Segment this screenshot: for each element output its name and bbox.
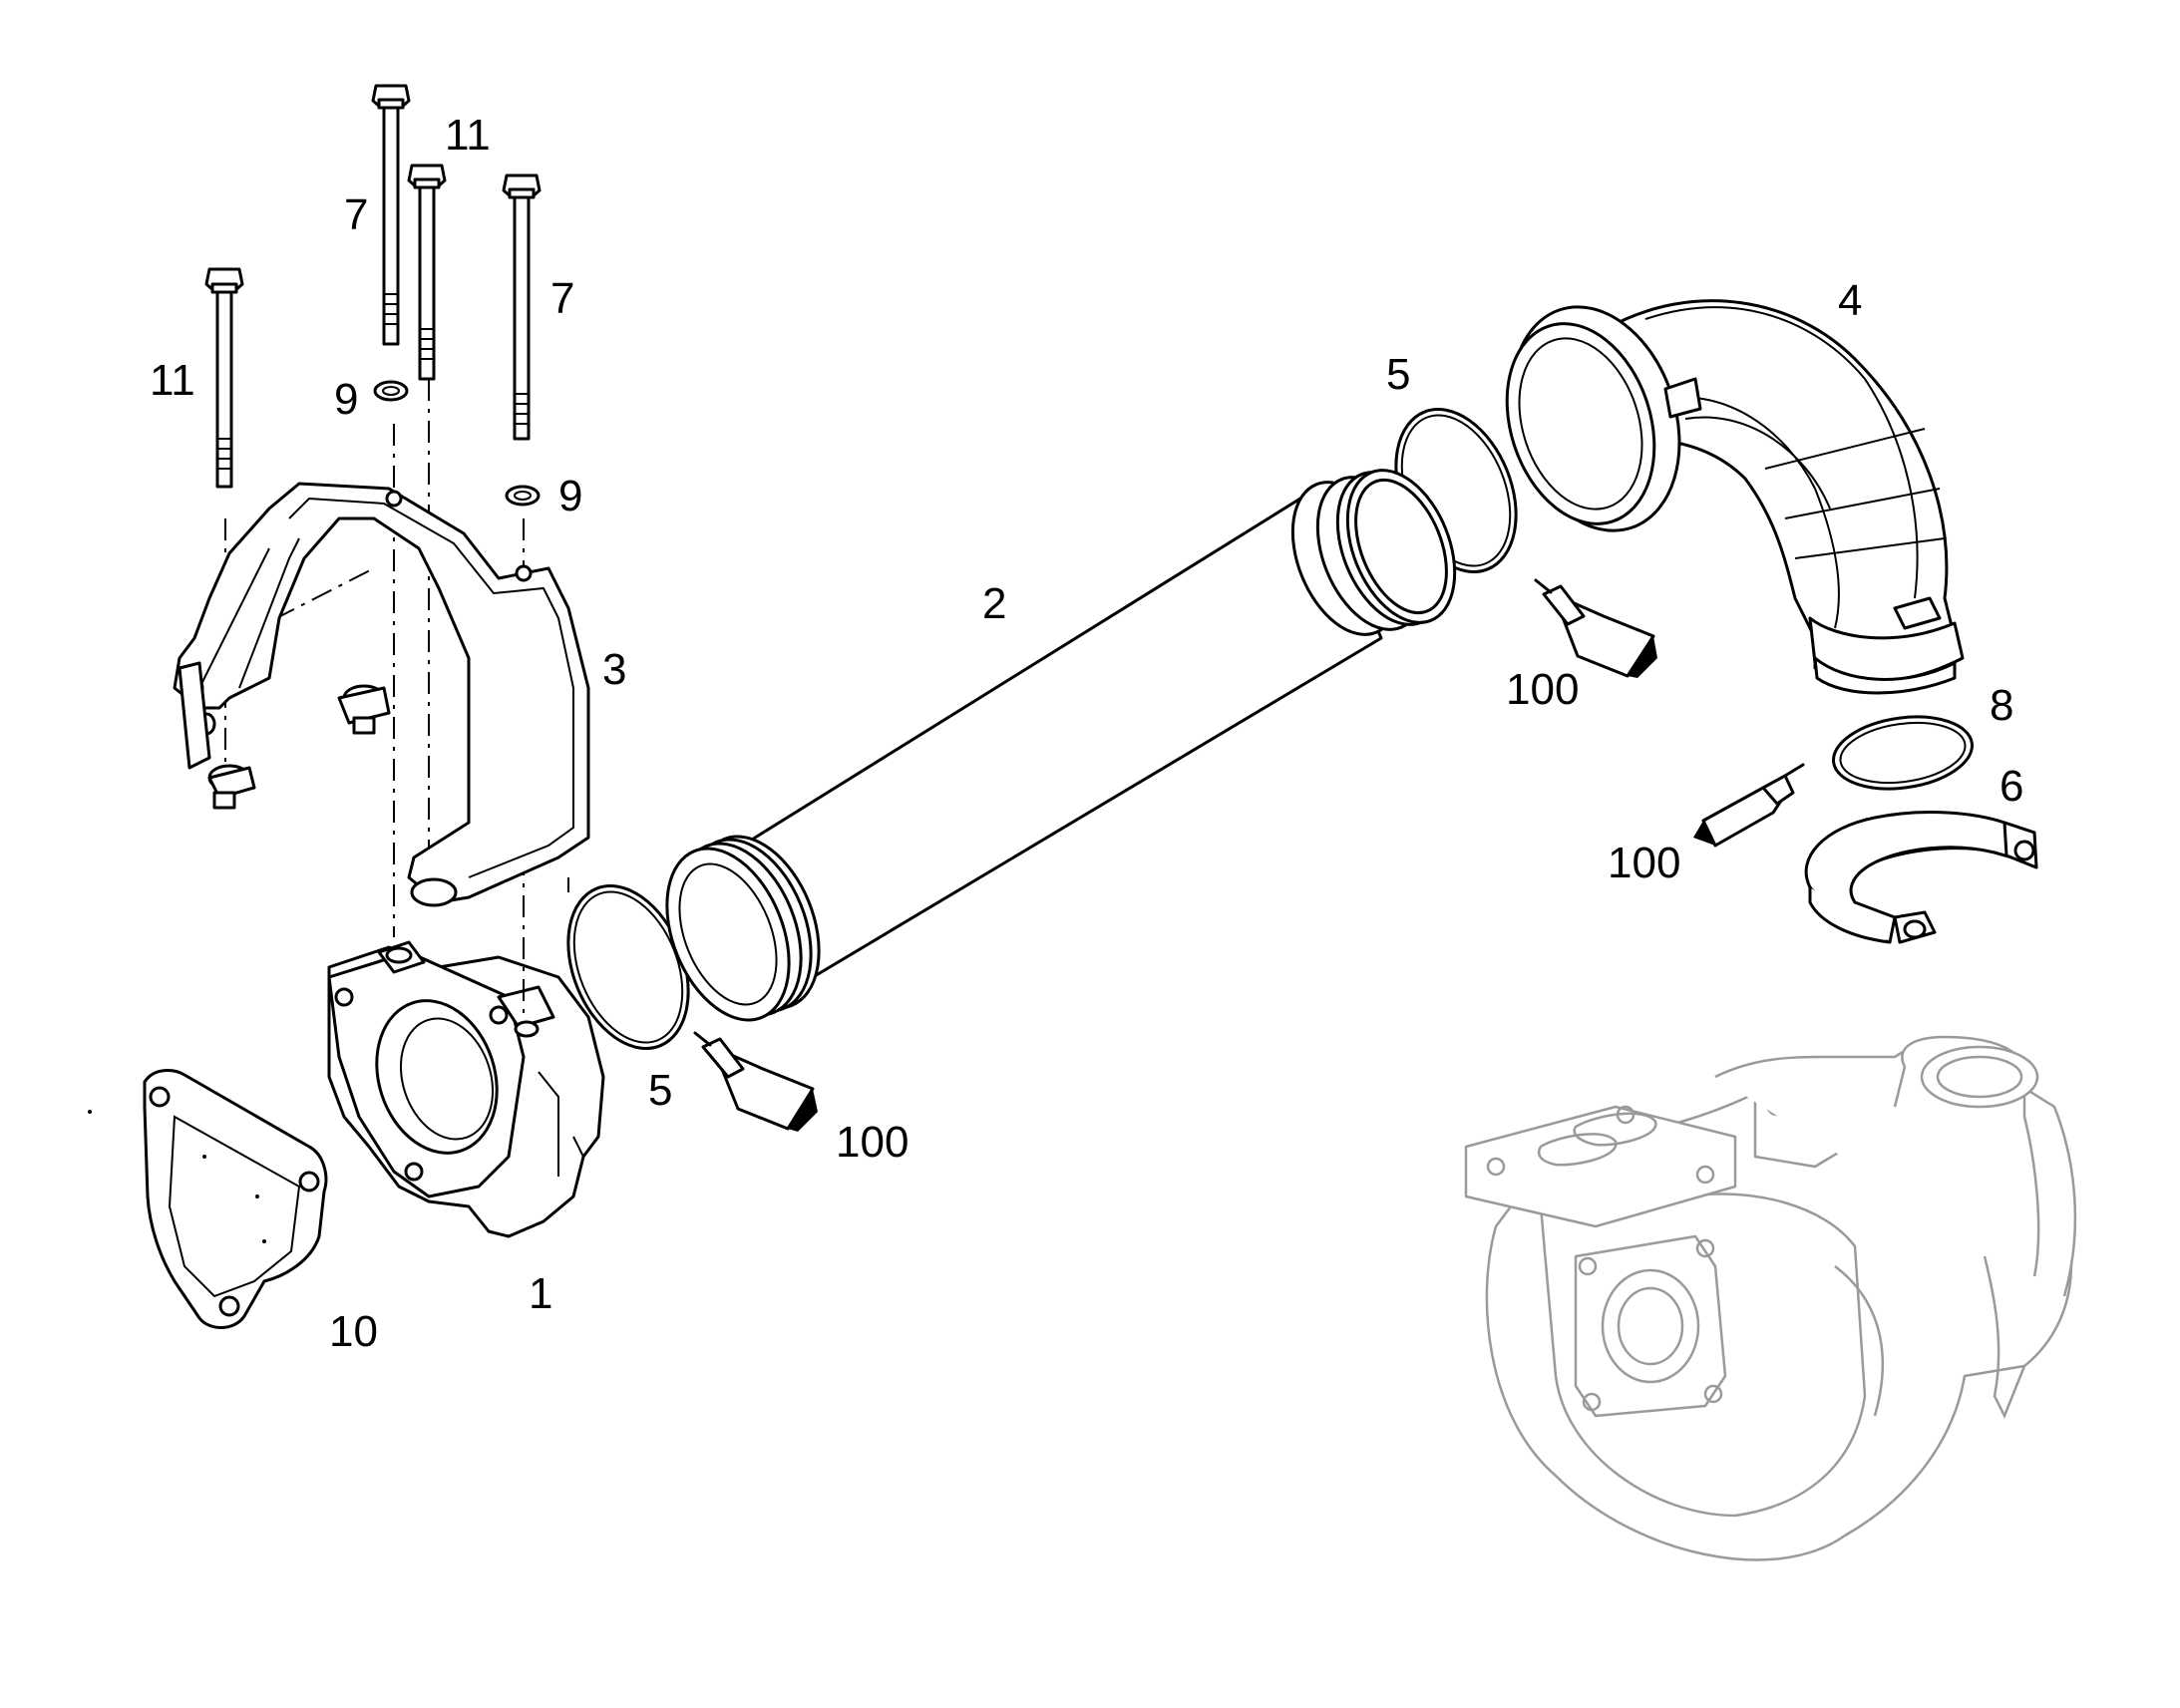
washer-part-9-right [505, 485, 541, 507]
bolt-part-7-left [371, 84, 411, 346]
pipe-part-2 [665, 469, 1457, 1022]
gasket-part-10 [88, 1069, 328, 1329]
callout-9b: 9 [558, 472, 582, 520]
callout-5a: 5 [648, 1066, 672, 1115]
callout-100b: 100 [1506, 665, 1579, 714]
callout-4: 4 [1838, 276, 1862, 325]
bolt-part-7-right [502, 173, 542, 441]
callout-7a: 7 [344, 190, 368, 239]
elbow-pipe-part-4 [1505, 299, 1965, 695]
callout-1: 1 [529, 1269, 552, 1318]
callout-9a: 9 [334, 375, 358, 424]
clamp-part-6 [1804, 811, 2038, 944]
callout-100a: 100 [836, 1118, 908, 1167]
turbocharger-reference-drawing [1464, 1035, 2077, 1561]
bolt-part-11-left [204, 267, 244, 489]
sealant-tube-part-100-left [693, 1031, 818, 1132]
o-ring-part-8 [1832, 715, 1974, 791]
bolt-part-11-middle [407, 164, 447, 381]
callout-7b: 7 [550, 274, 574, 323]
sealant-tube-part-100-clamp [1693, 763, 1805, 848]
callout-2: 2 [982, 579, 1006, 628]
elbow-flange-part-1 [327, 940, 605, 1238]
callout-labels: 1 2 3 4 5 5 6 7 7 8 9 9 10 11 11 100 100… [150, 111, 2023, 1356]
washer-part-9-left [373, 380, 409, 402]
callout-11b: 11 [445, 111, 491, 160]
bolts-and-washers [204, 84, 542, 507]
sealant-tube-part-100-right [1534, 578, 1657, 678]
callout-5b: 5 [1386, 350, 1410, 399]
callout-8: 8 [1990, 681, 2013, 730]
bracket-part-3 [173, 482, 590, 907]
callout-6: 6 [1999, 762, 2023, 811]
callout-10: 10 [329, 1307, 378, 1356]
callout-100c: 100 [1608, 839, 1680, 887]
callout-11a: 11 [150, 356, 195, 405]
callout-3: 3 [602, 645, 626, 694]
